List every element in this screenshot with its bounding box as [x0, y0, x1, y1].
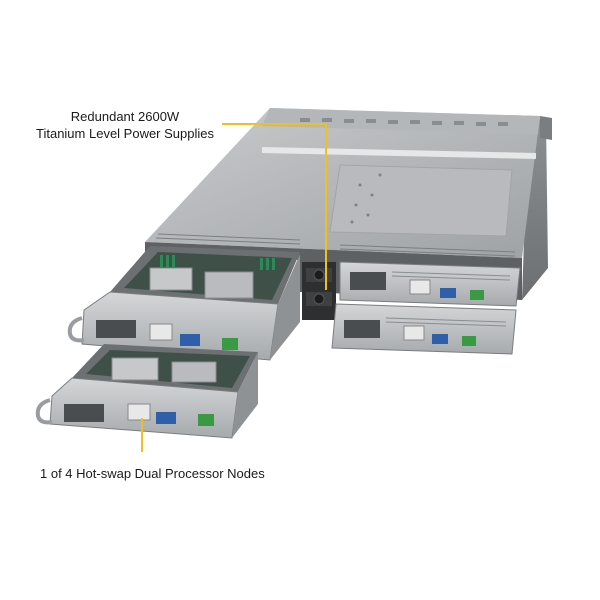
- psu-leader-line: [222, 123, 327, 290]
- node-left-lower-extended: [35, 344, 258, 439]
- psu-callout-label: Redundant 2600W Titanium Level Power Sup…: [30, 108, 220, 142]
- chassis-top-cover: [145, 108, 540, 258]
- psu-callout-line-1: Redundant 2600W: [70, 109, 180, 124]
- node-left-upper-extended: [67, 246, 300, 361]
- node-callout-label: 1 of 4 Hot-swap Dual Processor Nodes: [40, 466, 265, 481]
- psu-callout-line-2: Titanium Level Power Supplies: [36, 126, 214, 141]
- node-right-lower: [331, 303, 517, 355]
- node-right-upper: [339, 261, 521, 307]
- callout-leader-lines: [141, 123, 327, 452]
